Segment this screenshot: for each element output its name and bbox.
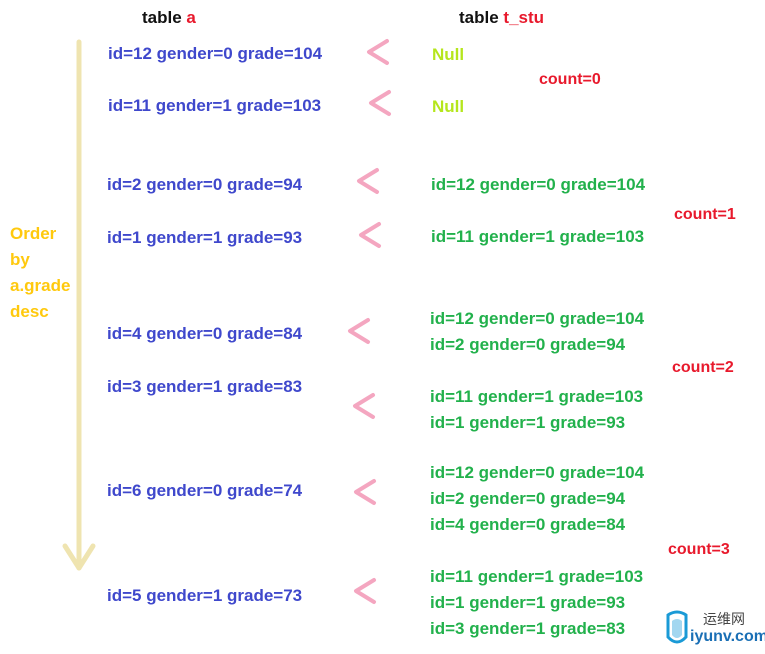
less-than-symbol [354,578,376,604]
less-than-symbol [357,168,379,194]
count-label: count=3 [668,541,730,558]
less-than-symbol [359,222,381,248]
t-stu-row: id=4 gender=0 grade=84 [430,515,626,534]
t-stu-row: id=12 gender=0 grade=104 [430,463,645,482]
count-label: count=0 [539,71,601,88]
t-stu-row: id=2 gender=0 grade=94 [430,489,626,508]
less-than-symbol [348,318,370,344]
t-stu-row: id=2 gender=0 grade=94 [430,335,626,354]
table-t-name: t_stu [503,8,545,27]
less-than-symbol [369,90,391,116]
watermark-logo-icon [666,610,688,644]
count-label: count=2 [672,359,734,376]
less-than-symbol [367,39,389,65]
t-stu-row: id=11 gender=1 grade=103 [430,567,644,586]
order-label-line: Order [10,224,57,243]
t-stu-row: id=3 gender=1 grade=83 [430,619,626,638]
table-a-row: id=6 gender=0 grade=74 [107,481,303,500]
table-a-row: id=11 gender=1 grade=103 [108,96,322,115]
table-a-name: a [186,8,196,27]
t-stu-row: id=1 gender=1 grade=93 [430,413,626,432]
order-label: Order by a.grade desc [10,221,82,325]
less-than-symbol [354,479,376,505]
table-a-row: id=12 gender=0 grade=104 [108,44,323,63]
order-label-line: desc [10,302,49,321]
count-label: count=1 [674,206,736,223]
watermark-text-cn: 运维网 [703,611,745,627]
t-stu-row: id=11 gender=1 grade=103 [431,227,645,246]
table-a-prefix: table [142,8,187,27]
t-stu-null: Null [432,97,465,116]
table-t-prefix: table [459,8,504,27]
less-than-symbol [353,393,375,419]
t-stu-row: id=12 gender=0 grade=104 [430,309,645,328]
t-stu-row: id=11 gender=1 grade=103 [430,387,644,406]
t-stu-null: Null [432,45,465,64]
table-a-row: id=4 gender=0 grade=84 [107,324,303,343]
table-a-row: id=3 gender=1 grade=83 [107,377,303,396]
table-a-row: id=2 gender=0 grade=94 [107,175,303,194]
order-label-line: a.grade [10,276,71,295]
watermark-text-domain: iyunv.com [690,628,765,645]
table-a-header: table a [142,8,196,28]
t-stu-row: id=1 gender=1 grade=93 [430,593,626,612]
order-label-line: by [10,250,30,269]
table-t-stu-header: table t_stu [459,8,544,28]
table-a-row: id=5 gender=1 grade=73 [107,586,303,605]
table-a-row: id=1 gender=1 grade=93 [107,228,303,247]
t-stu-row: id=12 gender=0 grade=104 [431,175,646,194]
